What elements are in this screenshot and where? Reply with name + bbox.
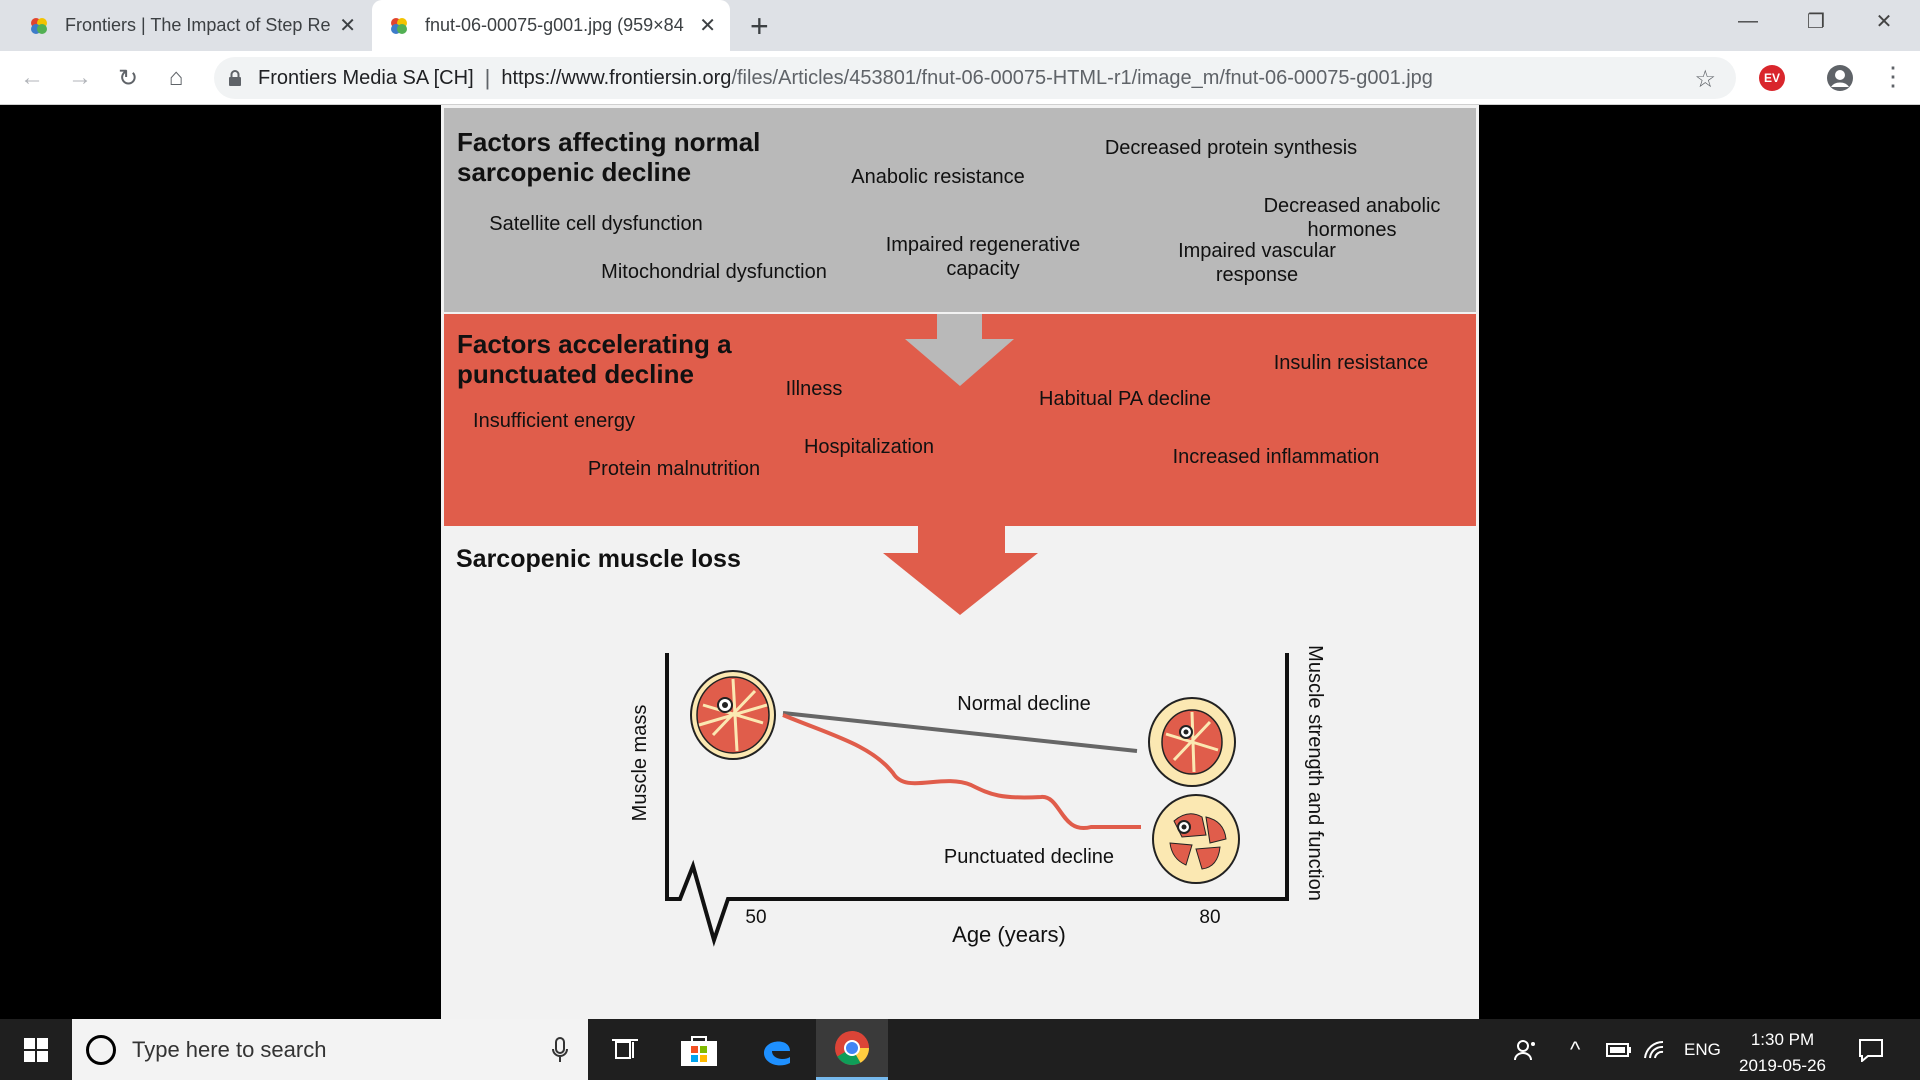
factor-text: Insufficient energy <box>473 410 635 432</box>
factor-text: Mitochondrial dysfunction <box>601 261 827 283</box>
address-bar[interactable]: Frontiers Media SA [CH] | https://www.fr… <box>214 57 1736 99</box>
gray-arrow <box>905 314 1014 386</box>
x-tick-80: 80 <box>1199 907 1220 928</box>
tab-title: fnut-06-00075-g001.jpg (959×84 <box>425 15 684 35</box>
home-icon[interactable]: ⌂ <box>168 64 184 91</box>
muscle-cross-section-icon <box>690 670 776 760</box>
minimize-icon[interactable]: — <box>1738 9 1758 32</box>
x-tick-50: 50 <box>745 907 766 928</box>
bookmark-star-icon[interactable]: ☆ <box>1694 66 1716 93</box>
site-identity[interactable]: Frontiers Media SA [CH] <box>258 66 474 89</box>
muscle-cross-section-icon <box>1152 794 1240 884</box>
windows-start-icon[interactable] <box>0 1019 72 1080</box>
clock-date: 2019-05-26 <box>1739 1056 1826 1075</box>
factor-text: capacity <box>946 258 1019 280</box>
frontiers-favicon-icon <box>389 16 409 36</box>
factor-text: Impaired vascular <box>1178 240 1336 262</box>
browser-toolbar: ← → ↻ ⌂ Frontiers Media SA [CH] | https:… <box>0 51 1920 105</box>
factor-text: Anabolic resistance <box>851 166 1024 188</box>
task-view-icon[interactable] <box>590 1019 660 1080</box>
gray-band <box>444 108 1476 312</box>
factor-text: Decreased anabolic <box>1264 195 1441 217</box>
close-tab-icon[interactable]: ✕ <box>699 15 716 37</box>
close-window-icon[interactable]: ✕ <box>1875 10 1893 33</box>
taskbar-clock[interactable]: 1:30 PM 2019-05-26 <box>1730 1027 1835 1079</box>
factor-text: Habitual PA decline <box>1039 388 1211 410</box>
y-axis-right-label: Muscle strength and function <box>1304 645 1326 901</box>
tab-image[interactable]: fnut-06-00075-g001.jpg (959×84 ✕ <box>372 0 730 51</box>
punctuated-decline-line <box>782 713 1141 831</box>
factor-text: Satellite cell dysfunction <box>489 213 702 235</box>
restore-icon[interactable]: ❐ <box>1807 10 1825 33</box>
back-icon[interactable]: ← <box>20 64 44 91</box>
battery-icon[interactable] <box>1606 1019 1632 1080</box>
forward-icon[interactable]: → <box>68 64 92 91</box>
x-axis-label: Age (years) <box>952 922 1066 947</box>
factor-text: Impaired regenerative <box>886 234 1081 256</box>
menu-icon[interactable]: ⋮ <box>1880 61 1906 91</box>
microphone-icon[interactable] <box>552 1037 568 1068</box>
factor-text: Increased inflammation <box>1173 446 1380 468</box>
frontiers-favicon-icon <box>29 16 49 36</box>
muscle-cross-section-icon <box>1148 697 1236 787</box>
clock-time: 1:30 PM <box>1750 1030 1815 1049</box>
windows-taskbar: Type here to search ^ ENG 1:30 PM 2019-0… <box>0 1019 1920 1080</box>
language-indicator[interactable]: ENG <box>1684 1039 1721 1059</box>
people-icon[interactable] <box>1514 1019 1538 1080</box>
factor-text: Illness <box>786 378 843 400</box>
factor-text: Protein malnutrition <box>588 458 760 480</box>
factor-text: Decreased protein synthesis <box>1105 137 1357 159</box>
tab-title: Frontiers | The Impact of Step Re <box>65 15 331 35</box>
profile-icon[interactable] <box>1826 64 1854 97</box>
extension-icon[interactable]: EV <box>1759 65 1785 91</box>
graph-axes <box>665 653 1289 947</box>
y-axis-label: Muscle mass <box>629 705 651 822</box>
cortana-icon <box>86 1034 116 1065</box>
taskbar-search-box[interactable]: Type here to search <box>72 1019 588 1080</box>
url-text[interactable]: https://www.frontiersin.org/files/Articl… <box>501 66 1433 89</box>
new-tab-button[interactable]: + <box>750 8 769 44</box>
close-tab-icon[interactable]: ✕ <box>339 15 356 37</box>
lock-icon <box>228 70 242 86</box>
factor-text: response <box>1216 264 1298 286</box>
tab-frontiers-article[interactable]: Frontiers | The Impact of Step Re ✕ <box>0 0 370 51</box>
separator: | <box>484 65 491 90</box>
search-placeholder: Type here to search <box>132 1036 327 1062</box>
wifi-icon[interactable] <box>1643 1019 1667 1080</box>
red-arrow <box>883 526 1038 615</box>
chrome-taskbar-icon[interactable] <box>816 1019 888 1080</box>
punctuated-decline-label: Punctuated decline <box>944 846 1114 868</box>
section3-heading: Sarcopenic muscle loss <box>456 545 741 573</box>
tab-strip: Frontiers | The Impact of Step Re ✕ fnut… <box>0 0 1920 51</box>
normal-decline-label: Normal decline <box>957 693 1090 715</box>
show-hidden-icons-chevron-icon[interactable]: ^ <box>1570 1036 1581 1062</box>
reload-icon[interactable]: ↻ <box>117 64 139 92</box>
notifications-icon[interactable] <box>1858 1019 1884 1080</box>
factor-text: Hospitalization <box>804 436 934 458</box>
edge-icon[interactable] <box>742 1019 812 1080</box>
factor-text: Insulin resistance <box>1274 352 1429 374</box>
factor-text: hormones <box>1308 219 1397 241</box>
normal-decline-line <box>782 711 1138 753</box>
store-icon[interactable] <box>664 1019 734 1080</box>
